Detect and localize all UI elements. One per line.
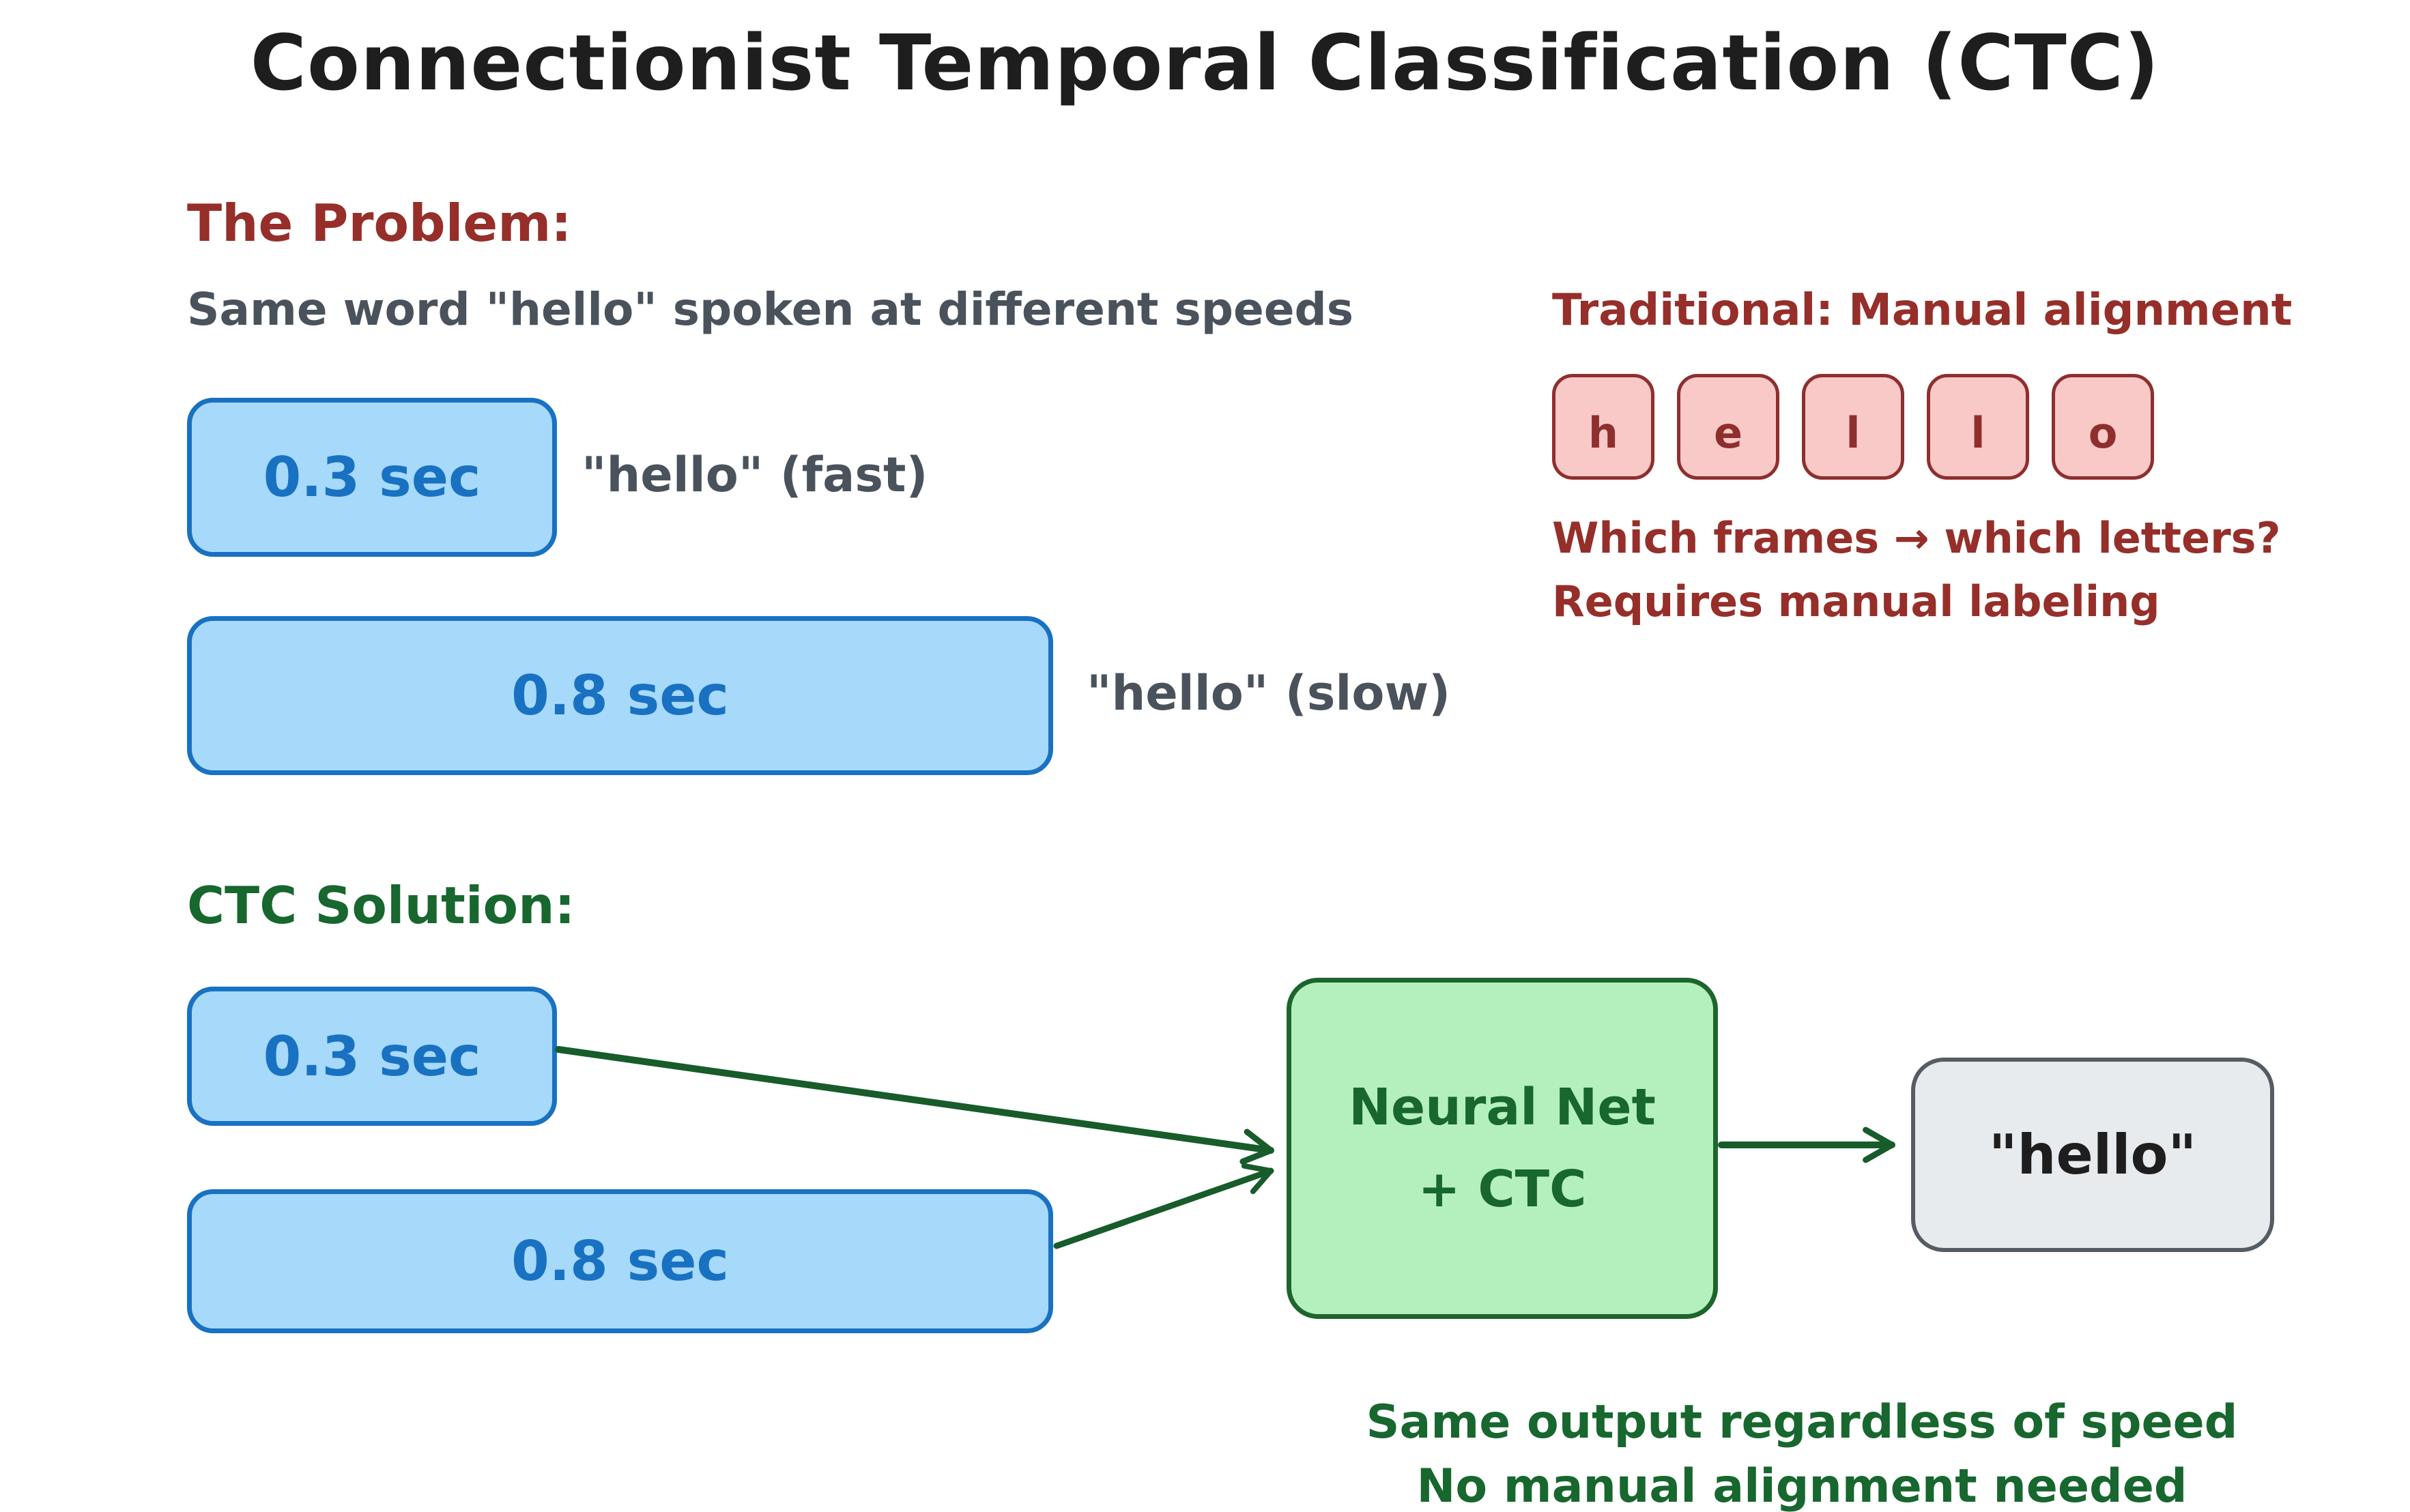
benefit-line1: Same output regardless of speed [1366, 1395, 2238, 1449]
solution-box-fast: 0.3 sec [187, 987, 557, 1126]
audio-box-fast-label: 0.3 sec [263, 446, 481, 509]
letter-o: o [2088, 408, 2118, 458]
audio-box-slow-label: 0.8 sec [511, 664, 729, 727]
annotation-slow: "hello" (slow) [1087, 665, 1451, 721]
letter-box-e: e [1677, 374, 1779, 480]
traditional-question: Which frames → which letters? [1552, 513, 2281, 563]
solution-box-slow-label: 0.8 sec [511, 1230, 729, 1293]
letter-box-l1: l [1802, 374, 1904, 480]
model-box-line2: + CTC [1418, 1160, 1587, 1219]
letter-box-o: o [2052, 374, 2154, 480]
model-box: Neural Net + CTC [1287, 978, 1718, 1319]
letter-box-l2: l [1927, 374, 2029, 480]
letter-row: h e l l o [1552, 374, 2154, 480]
benefit-text: Same output regardless of speed No manua… [1297, 1391, 2307, 1512]
output-box-label: "hello" [1988, 1123, 2197, 1187]
solution-box-slow: 0.8 sec [187, 1189, 1053, 1333]
annotation-fast: "hello" (fast) [582, 447, 928, 503]
audio-box-fast: 0.3 sec [187, 398, 557, 557]
traditional-heading: Traditional: Manual alignment [1552, 285, 2293, 336]
output-box: "hello" [1911, 1058, 2274, 1252]
letter-l1: l [1846, 408, 1861, 458]
page-title: Connectionist Temporal Classification (C… [250, 19, 2160, 108]
arrow-slow-to-model [1053, 1163, 1274, 1249]
solution-heading: CTC Solution: [187, 875, 575, 935]
letter-l2: l [1970, 408, 1985, 458]
letter-h: h [1588, 408, 1619, 458]
benefit-line2: No manual alignment needed [1416, 1459, 2187, 1512]
problem-subtitle: Same word "hello" spoken at different sp… [187, 283, 1354, 336]
letter-e: e [1713, 408, 1743, 458]
letter-box-h: h [1552, 374, 1654, 480]
traditional-note: Requires manual labeling [1552, 577, 2160, 626]
model-box-line1: Neural Net [1349, 1078, 1656, 1137]
problem-heading: The Problem: [187, 193, 572, 253]
arrow-fast-to-model [555, 1046, 1274, 1165]
audio-box-slow: 0.8 sec [187, 616, 1053, 775]
solution-box-fast-label: 0.3 sec [263, 1024, 481, 1088]
